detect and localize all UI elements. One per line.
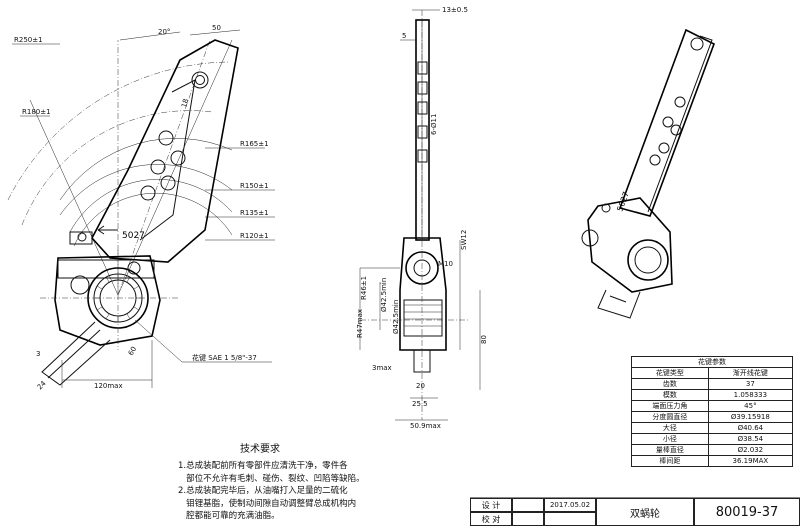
dim-m10: M10 (438, 260, 453, 268)
part-name: 双蜗轮 (596, 498, 694, 526)
param-label: 端面压力角 (631, 400, 709, 412)
iso-arm (618, 28, 716, 217)
dim-r47: R47max (356, 309, 364, 338)
design-date: 2017.05.02 (544, 498, 596, 512)
param-value: 45° (707, 400, 794, 412)
iso-arm-hole (690, 37, 704, 51)
side-housing (399, 237, 447, 351)
dim-24: 24 (36, 379, 48, 391)
param-value: Ø39.15918 (707, 411, 794, 423)
param-value: Ø2.032 (707, 444, 794, 456)
note-line: 腔都能可靠的充满油脂。 (178, 511, 280, 521)
design-label: 设 计 (470, 498, 512, 512)
designer-cell (512, 498, 544, 512)
arc-r150 (59, 164, 233, 216)
dim-left-5: 5 (402, 32, 406, 40)
arc-r135 (69, 179, 233, 233)
dim-r180: R180±1 (22, 108, 51, 116)
dim-width-50: 50 (212, 24, 221, 32)
param-value: 37 (707, 378, 794, 390)
notes-title: 技术要求 (240, 444, 280, 455)
dim-r135: R135±1 (240, 209, 269, 217)
param-value: Ø38.54 (707, 433, 794, 445)
stamp-number: 5027 (122, 231, 145, 241)
dim-42-5: Ø42.5min (380, 278, 388, 312)
param-label: 模数 (631, 389, 709, 401)
dim-60: 60 (127, 345, 138, 357)
arm-hole (170, 150, 186, 166)
dim-42-5b: Ø42.5min (392, 300, 400, 334)
dim-hole-spacing: 18 (180, 98, 190, 109)
dim-120max: 120max (94, 382, 123, 390)
arm-hole (140, 185, 156, 201)
dim-25-5: 25.5 (412, 400, 428, 408)
dim-r120: R120±1 (240, 232, 269, 240)
housing-outline (54, 255, 161, 346)
notes-list: 1.总成装配前所有零部件应清洗干净，零件各 部位不允许有毛刺、碰伤、裂纹、凹陷等… (178, 460, 393, 523)
param-label: 小径 (631, 433, 709, 445)
title-block: 设 计 校 对 2017.05.02 双蜗轮 80019-37 (470, 498, 800, 526)
param-label: 分度圆直径 (631, 411, 709, 423)
param-value: 36.19MAX (707, 455, 794, 467)
iso-spline-hub (627, 239, 669, 281)
note-line: 部位不允许有毛刺、碰伤、裂纹、凹陷等缺陷。 (178, 473, 365, 484)
param-label: 量棒直径 (631, 444, 709, 456)
dim-r46: R46±1 (360, 276, 368, 300)
part-number: 80019-37 (694, 498, 800, 526)
arm-hole (158, 130, 174, 146)
dim-50-9: 50.9max (410, 422, 441, 430)
dim-angle-20: 20° (158, 28, 170, 36)
side-view (359, 9, 481, 421)
arc-r165 (59, 138, 233, 201)
arc-r120 (73, 192, 233, 247)
arc-r180 (21, 110, 213, 226)
dim-sw12: SW12 (460, 230, 468, 250)
param-value: 渐开线花键 (707, 367, 794, 379)
checker-cell (512, 512, 544, 526)
check-date (544, 512, 596, 526)
dim-r165: R165±1 (240, 140, 269, 148)
dim-3max: 3max (372, 364, 392, 372)
dim-r250: R250±1 (14, 36, 43, 44)
param-label: 棒间距 (631, 455, 709, 467)
dim-top-13: 13±0.5 (442, 6, 468, 14)
arm-outline (91, 39, 239, 263)
param-label: 齿数 (631, 378, 709, 390)
note-line: 钼锂基脂，使制动间隙自动调整臂总成机构内 (178, 498, 357, 509)
front-view (7, 29, 275, 388)
iso-housing (587, 197, 673, 293)
spline-label: 花键 SAE 1 5/8"-37 (192, 353, 257, 362)
arm-hole (191, 71, 209, 89)
dim-20: 20 (416, 382, 425, 390)
isometric-view: 5027 (581, 28, 716, 319)
side-arm (415, 19, 430, 241)
dim-80: 80 (480, 335, 488, 344)
arm-hole (150, 159, 166, 175)
param-value: Ø40.64 (707, 422, 794, 434)
param-label: 花键类型 (631, 367, 709, 379)
dim-3: 3 (36, 350, 40, 358)
param-value: 1.058333 (707, 389, 794, 401)
dim-hole-dia: 6-Ø11 (430, 114, 438, 135)
param-table-title: 花键参数 (631, 356, 793, 368)
param-label: 大径 (631, 422, 709, 434)
note-line: 1.总成装配前所有零部件应清洗干净，零件各 (178, 461, 348, 471)
note-line: 2.总成装配完毕后，从油嘴打入足量的二硫化 (178, 486, 348, 496)
arm-hole (160, 175, 176, 191)
dim-r150: R150±1 (240, 182, 269, 190)
arc-r250 (7, 61, 231, 201)
param-row: 花键类型渐开线花键 (631, 367, 794, 379)
check-label: 校 对 (470, 512, 512, 526)
iso-stamp: 5027 (615, 190, 630, 212)
